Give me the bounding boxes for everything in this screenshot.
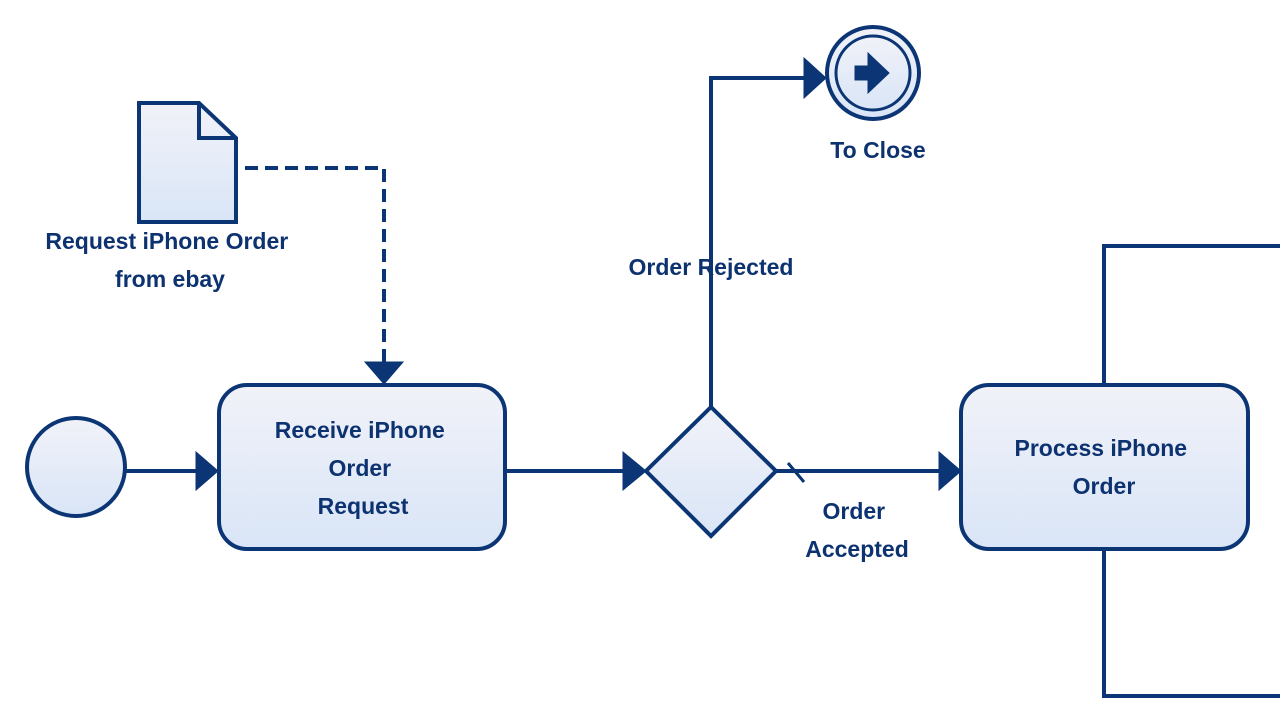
start-event[interactable] [25, 416, 127, 518]
task-process-iphone-order[interactable] [959, 383, 1250, 551]
data-object[interactable] [137, 101, 238, 224]
arrowhead-icon [622, 450, 647, 492]
label-line: Receive iPhone [275, 417, 445, 443]
edge-process-down[interactable] [1102, 550, 1280, 698]
exclusive-gateway[interactable] [643, 404, 779, 539]
edge-receive-to-gateway[interactable] [506, 450, 647, 492]
edge-process-up[interactable] [1102, 244, 1280, 384]
label-line: Accepted [805, 536, 909, 562]
arrowhead-icon [938, 450, 962, 492]
arrow-right-icon [854, 51, 890, 95]
edge-data-to-receive[interactable] [245, 166, 405, 385]
default-flow-marker [786, 462, 806, 483]
document-icon [137, 101, 238, 224]
edge-start-to-receive[interactable] [126, 450, 219, 492]
label-line: Order [1073, 473, 1136, 499]
end-event-label: To Close [830, 137, 925, 163]
task-receive-iphone-order-request[interactable] [217, 383, 507, 551]
arrowhead-icon [363, 361, 405, 385]
label-line: from ebay [115, 266, 225, 292]
task-receive-label: Receive iPhone Order Request [275, 417, 451, 519]
edge-order-rejected[interactable] [709, 56, 827, 407]
label-line: Process iPhone [1015, 435, 1188, 461]
label-line: Order [328, 455, 391, 481]
label-line: Request [318, 493, 409, 519]
edge-order-accepted[interactable] [776, 450, 962, 492]
end-event-to-close[interactable] [825, 25, 921, 121]
edge-label-order-rejected: Order Rejected [629, 254, 794, 280]
label-line: Order [822, 498, 885, 524]
label-line: Request iPhone Order [45, 228, 288, 254]
edge-label-order-accepted: Order Accepted [805, 498, 909, 562]
data-object-label: Request iPhone Order from ebay [45, 228, 294, 292]
task-process-label: Process iPhone Order [1015, 435, 1194, 499]
arrowhead-icon [195, 450, 219, 492]
arrowhead-icon [803, 56, 827, 100]
